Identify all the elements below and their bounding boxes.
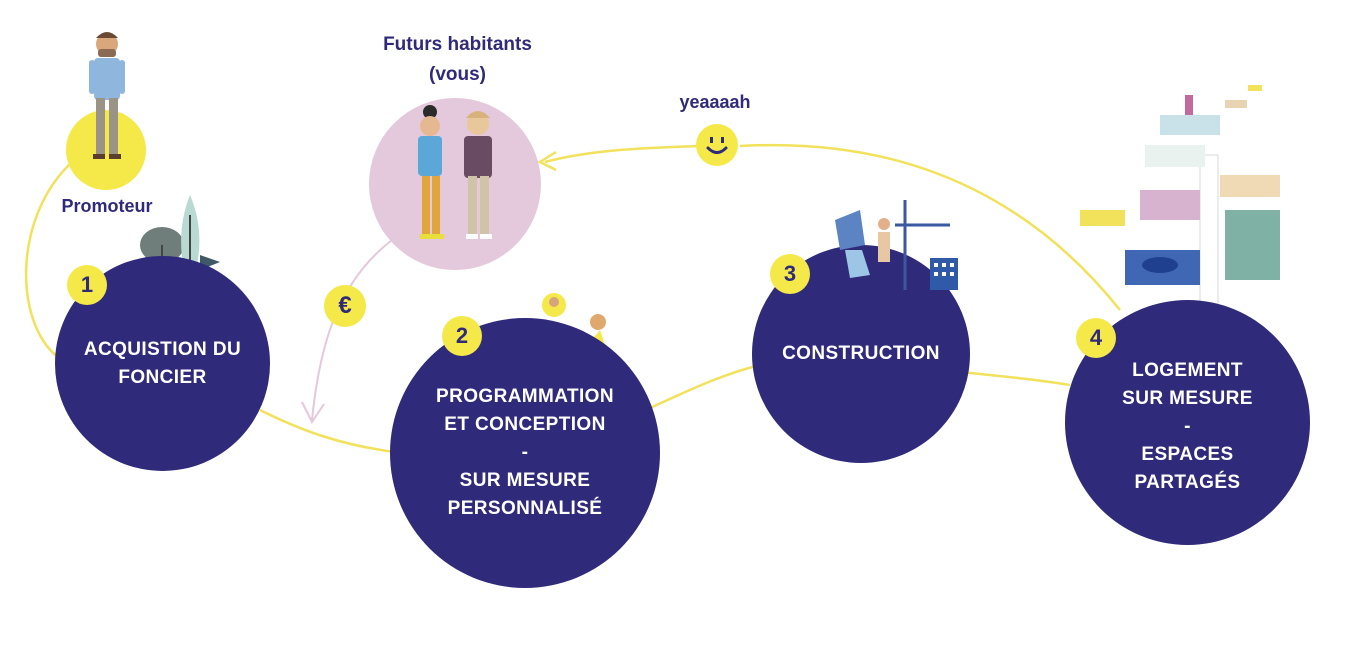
- step-4-line-1: LOGEMENT: [1132, 359, 1243, 381]
- euro-symbol: €: [338, 292, 352, 319]
- step-3-line-1: CONSTRUCTION: [782, 343, 940, 364]
- step-1-badge: 1: [67, 265, 107, 305]
- euro-badge: €: [324, 285, 366, 327]
- step-2-line-4: SUR MESURE: [459, 470, 591, 491]
- promoteur-yellow-disc: [66, 110, 146, 190]
- futurs-title-line1: Futurs habitants: [383, 34, 532, 55]
- step-4-line-2: SUR MESURE: [1122, 387, 1253, 409]
- step-2-badge: 2: [442, 316, 482, 356]
- step-2-line-3: -: [521, 442, 529, 463]
- futurs-habitants-disc: [369, 98, 541, 270]
- step-4-line-5: PARTAGÉS: [1134, 471, 1241, 493]
- step-2-line-1: PROGRAMMATION: [436, 386, 614, 407]
- step-2-line-2: ET CONCEPTION: [444, 414, 606, 435]
- step-1-line-1: ACQUISTION DU: [83, 338, 242, 360]
- futurs-habitants-title: Futurs habitants (vous): [360, 30, 555, 90]
- step-2-circle: PROGRAMMATION ET CONCEPTION - SUR MESURE…: [390, 318, 660, 588]
- step-4-line-3: -: [1184, 415, 1191, 437]
- step-2-line-5: PERSONNALISÉ: [447, 498, 603, 519]
- step-4-line-4: ESPACES: [1141, 443, 1234, 465]
- futurs-title-line2: (vous): [429, 64, 486, 85]
- step-3-badge: 3: [770, 254, 810, 294]
- promoteur-label: Promoteur: [61, 196, 153, 216]
- yeaaaah-label: yeaaaah: [679, 92, 751, 112]
- step-4-badge: 4: [1076, 318, 1116, 358]
- step-4-circle: LOGEMENT SUR MESURE - ESPACES PARTAGÉS: [1065, 300, 1310, 545]
- smiley-icon: [696, 124, 738, 166]
- step-1-line-2: FONCIER: [118, 366, 207, 388]
